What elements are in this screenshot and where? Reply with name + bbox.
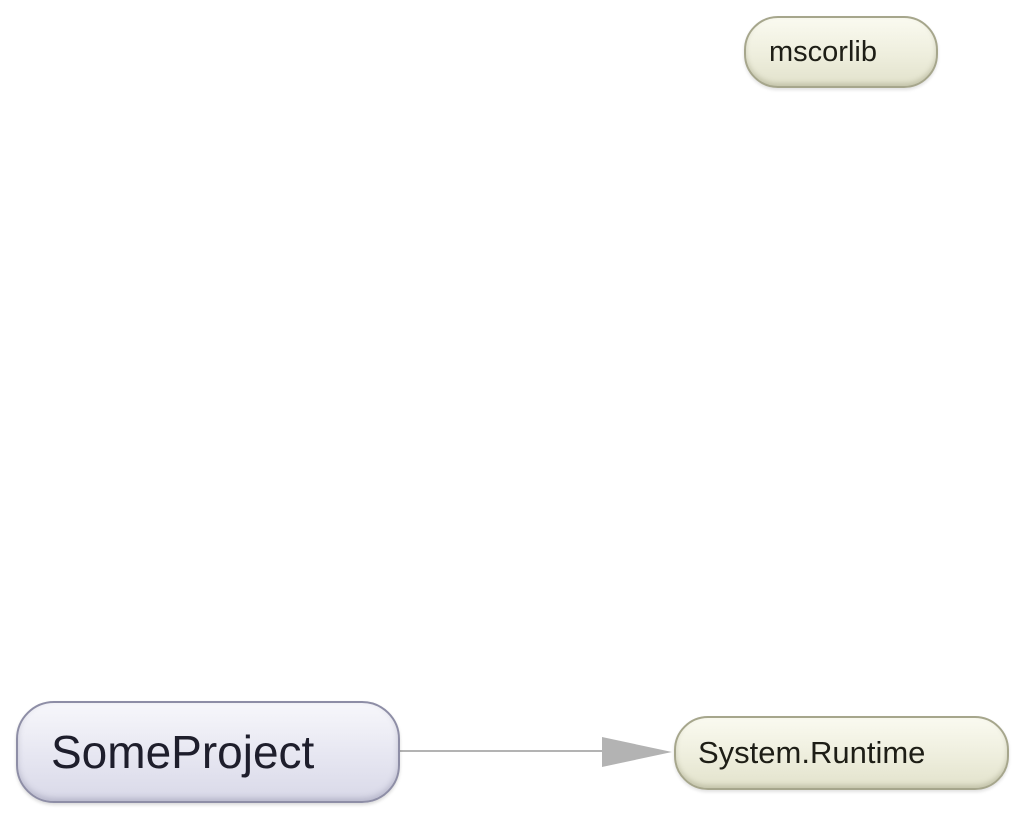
node-mscorlib[interactable]: mscorlib [744, 16, 938, 88]
node-system-runtime[interactable]: System.Runtime [674, 716, 1009, 790]
edge-arrowhead [602, 737, 672, 767]
node-someproject[interactable]: SomeProject [16, 701, 400, 803]
node-mscorlib-label: mscorlib [769, 35, 877, 68]
edge-someproject-to-system-runtime [400, 737, 672, 767]
node-someproject-label: SomeProject [51, 726, 315, 778]
node-system-runtime-label: System.Runtime [698, 735, 926, 770]
